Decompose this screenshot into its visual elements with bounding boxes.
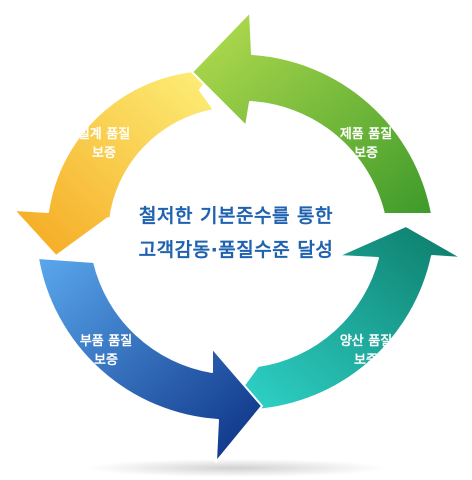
product-label-line1: 제품 품질 (340, 127, 392, 142)
center-text-line1: 철저한 기본준수를 통한 (139, 205, 333, 227)
design-label-line1: 설계 품질 (78, 127, 130, 142)
center-text-line2: 고객감동·품질수준 달성 (139, 239, 334, 261)
product-arrow (191, 11, 433, 215)
parts-label-line2: 보증 (94, 353, 118, 368)
parts-arrow (37, 257, 263, 463)
product-label-line2: 보증 (354, 146, 378, 161)
production-label-line2: 보증 (354, 353, 378, 368)
ground-shadow (86, 459, 386, 477)
parts-label-line1: 부품 품질 (80, 334, 132, 349)
design-label-line2: 보증 (92, 146, 116, 161)
production-label-line1: 양산 품질 (340, 333, 392, 349)
production-arrow (241, 225, 463, 411)
design-arrow (13, 68, 215, 257)
